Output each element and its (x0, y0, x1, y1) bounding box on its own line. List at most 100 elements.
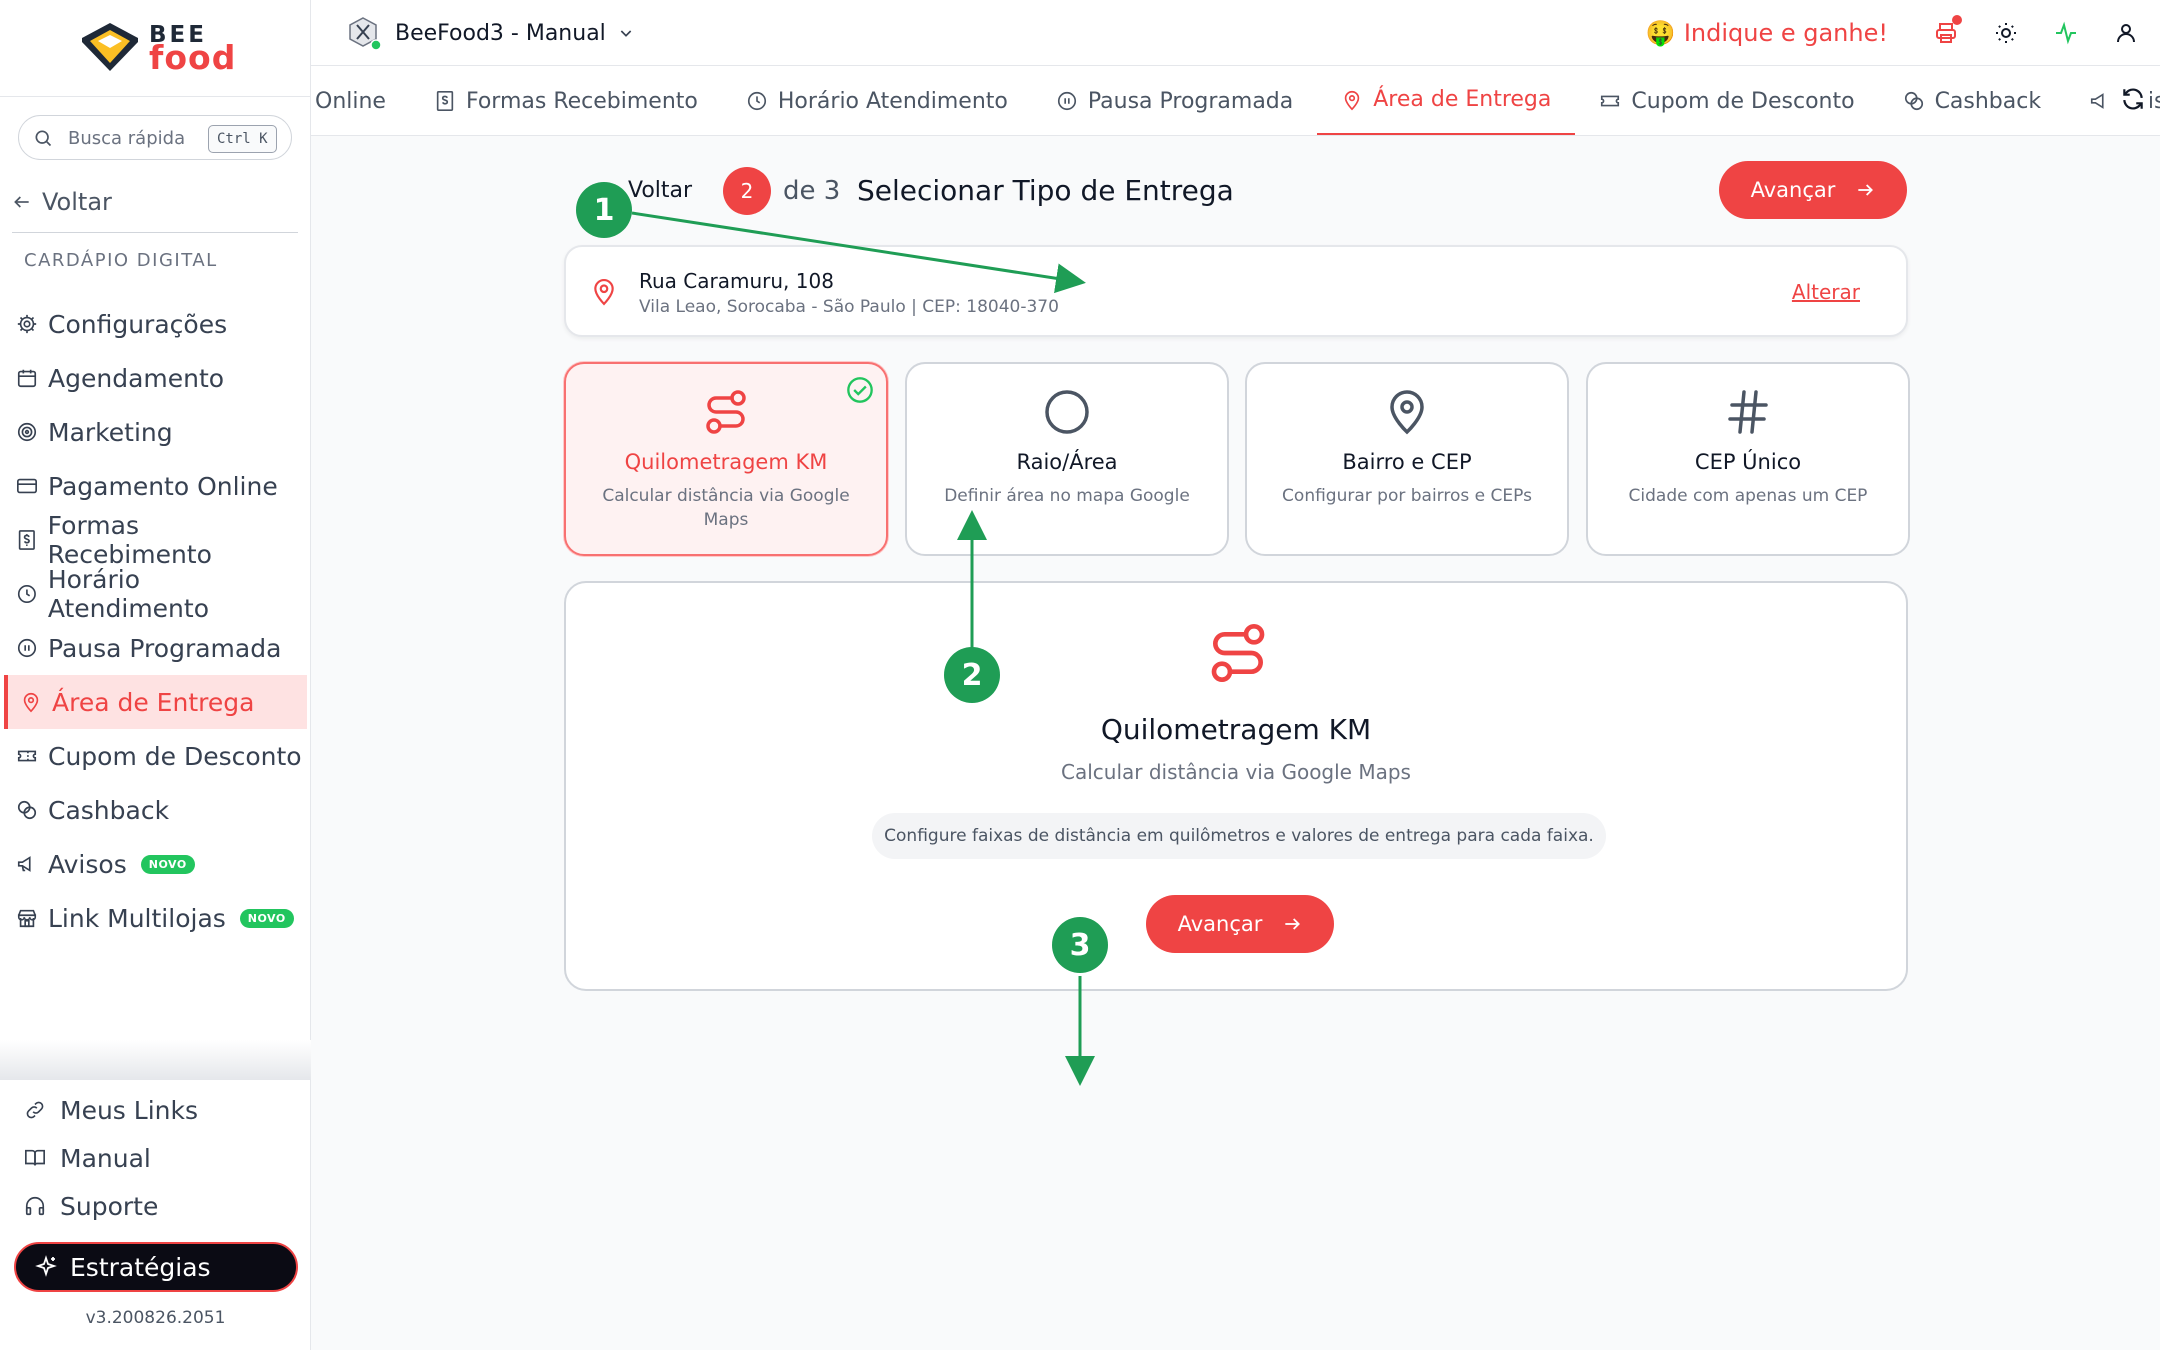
bottom-link-label: Manual (60, 1143, 151, 1173)
tab-area-de-entrega[interactable]: Área de Entrega (1317, 66, 1576, 135)
delivery-option-neighborhood-cep[interactable]: Bairro e CEP Configurar por bairros e CE… (1245, 362, 1569, 556)
sidebar-menu: Configurações Agendamento Marketing Paga… (0, 297, 307, 945)
option-title: CEP Único (1694, 450, 1802, 474)
user-menu-button[interactable] (2112, 19, 2140, 47)
tab-cupom-de-desconto[interactable]: Cupom de Desconto (1575, 66, 1878, 135)
map-pin-icon (1390, 390, 1424, 435)
sidebar-item-area-de-entrega[interactable]: Área de Entrega (4, 675, 307, 729)
map-pin-icon (1345, 90, 1360, 110)
activity-icon (2056, 21, 2076, 45)
support-link[interactable]: Suporte (0, 1182, 311, 1230)
wizard-back-button[interactable]: Voltar (628, 178, 693, 203)
tab-label: Pausa Programada (1087, 88, 1294, 114)
tab-label: Formas Recebimento (465, 88, 698, 114)
tab-pausa-programada[interactable]: Pausa Programada (1032, 66, 1317, 135)
sidebar-item-label: Agendamento (48, 363, 225, 393)
selected-option-detail: Quilometragem KM Calcular distância via … (564, 581, 1908, 991)
bottom-link-label: Suporte (60, 1191, 159, 1221)
advance-button-bottom[interactable]: Avançar (1146, 895, 1334, 953)
my-links-link[interactable]: Meus Links (0, 1086, 311, 1134)
sidebar-divider (0, 96, 311, 97)
sidebar-item-avisos[interactable]: Avisos NOVO (0, 837, 307, 891)
manual-link[interactable]: Manual (0, 1134, 311, 1182)
search-shortcut-hint: Ctrl K (208, 125, 277, 153)
sidebar-back-link[interactable]: Voltar (12, 188, 112, 216)
search-icon (35, 130, 52, 147)
receipt-icon (18, 530, 35, 550)
app-version: v3.200826.2051 (85, 1308, 226, 1328)
sidebar: BEE food Busca rápida Ctrl K Voltar CARD… (0, 0, 311, 1350)
sidebar-item-link-multilojas[interactable]: Link Multilojas NOVO (0, 891, 307, 945)
tabs-track: Online Formas Recebimento Horário Atendi… (311, 66, 2160, 135)
referral-link[interactable]: 🤑 Indique e ganhe! (1646, 19, 1888, 47)
sidebar-item-pagamento-online[interactable]: Pagamento Online (0, 459, 307, 513)
sidebar-item-label: Pagamento Online (48, 471, 278, 501)
sidebar-section-label: CARDÁPIO DIGITAL (24, 250, 218, 271)
sidebar-item-formas-recebimento[interactable]: Formas Recebimento (0, 511, 307, 569)
advance-button-top[interactable]: Avançar (1719, 161, 1907, 219)
sidebar-back-label: Voltar (42, 188, 112, 216)
sidebar-item-label: Cashback (48, 795, 170, 825)
annotation-marker-3: 3 (1052, 917, 1108, 973)
route-icon (706, 390, 746, 434)
tab-horario-atendimento[interactable]: Horário Atendimento (722, 66, 1032, 135)
sidebar-item-pausa-programada[interactable]: Pausa Programada (0, 621, 307, 675)
ticket-icon (17, 750, 37, 762)
hash-icon (1728, 390, 1768, 434)
activity-button[interactable] (2052, 19, 2080, 47)
delivery-option-km[interactable]: Quilometragem KM Calcular distância via … (564, 362, 888, 556)
beefood-logo[interactable]: BEE food (78, 20, 238, 80)
sun-icon (1996, 23, 2016, 43)
option-title: Raio/Área (1016, 450, 1118, 474)
quick-search-input[interactable]: Busca rápida Ctrl K (18, 115, 292, 160)
logo-text-bee: BEE (149, 22, 207, 48)
chevron-down-icon (620, 30, 632, 37)
target-icon (17, 422, 37, 442)
sidebar-bottom-links: Meus Links Manual Suporte (0, 1086, 311, 1230)
address-card: Rua Caramuru, 108 Vila Leao, Sorocaba - … (564, 245, 1908, 337)
address-street: Rua Caramuru, 108 (639, 269, 834, 293)
new-badge: NOVO (140, 854, 195, 874)
sidebar-item-label: Cupom de Desconto (48, 741, 302, 771)
delivery-option-single-cep[interactable]: CEP Único Cidade com apenas um CEP (1586, 362, 1910, 556)
annotation-marker-2: 2 (944, 647, 1000, 703)
calendar-icon (17, 369, 37, 388)
megaphone-icon (2091, 93, 2104, 109)
sidebar-divider (12, 232, 298, 233)
sidebar-item-label: Avisos (48, 849, 127, 879)
user-icon (2117, 24, 2135, 43)
printer-button[interactable] (1932, 15, 1962, 47)
sidebar-bottom-shade (0, 1040, 311, 1080)
sidebar-item-horario-atendimento[interactable]: Horário Atendimento (0, 565, 307, 623)
option-description: Definir área no mapa Google (944, 486, 1190, 506)
sidebar-item-label: Configurações (48, 309, 228, 339)
tab-pagamento-online[interactable]: Online (311, 66, 410, 135)
gear-icon (17, 314, 37, 334)
sidebar-item-cupom-de-desconto[interactable]: Cupom de Desconto (0, 729, 307, 783)
top-header: BeeFood3 - Manual 🤑 Indique e ganhe! (311, 0, 2160, 66)
refresh-button[interactable] (2120, 86, 2150, 116)
wizard-header: Voltar 2 de 3 Selecionar Tipo de Entrega… (564, 160, 1908, 220)
arrow-right-icon (1285, 918, 1301, 930)
change-address-link[interactable]: Alterar (1791, 280, 1860, 304)
sidebar-item-configuracoes[interactable]: Configurações (0, 297, 307, 351)
sidebar-item-label: Horário Atendimento (47, 565, 209, 623)
tab-cashback[interactable]: Cashback (1879, 66, 2066, 135)
sidebar-item-label: Formas Recebimento (47, 511, 212, 569)
sidebar-item-marketing[interactable]: Marketing (0, 405, 307, 459)
strategies-button[interactable]: Estratégias (14, 1242, 298, 1292)
refresh-icon (2123, 88, 2143, 110)
sidebar-item-cashback[interactable]: Cashback (0, 783, 307, 837)
sidebar-item-label: Área de Entrega (52, 687, 255, 717)
sidebar-item-agendamento[interactable]: Agendamento (0, 351, 307, 405)
advance-label: Avançar (1177, 912, 1263, 936)
store-switcher[interactable]: BeeFood3 - Manual (347, 15, 634, 51)
notification-dot (1952, 15, 1962, 25)
tab-formas-recebimento[interactable]: Formas Recebimento (410, 66, 722, 135)
printer-icon (1936, 23, 1956, 43)
theme-toggle-button[interactable] (1992, 19, 2020, 47)
book-icon (25, 1149, 45, 1166)
option-description: Calcular distância via Google Maps (602, 486, 850, 530)
delivery-option-radius[interactable]: Raio/Área Definir área no mapa Google (905, 362, 1229, 556)
step-total: de 3 (783, 176, 841, 206)
